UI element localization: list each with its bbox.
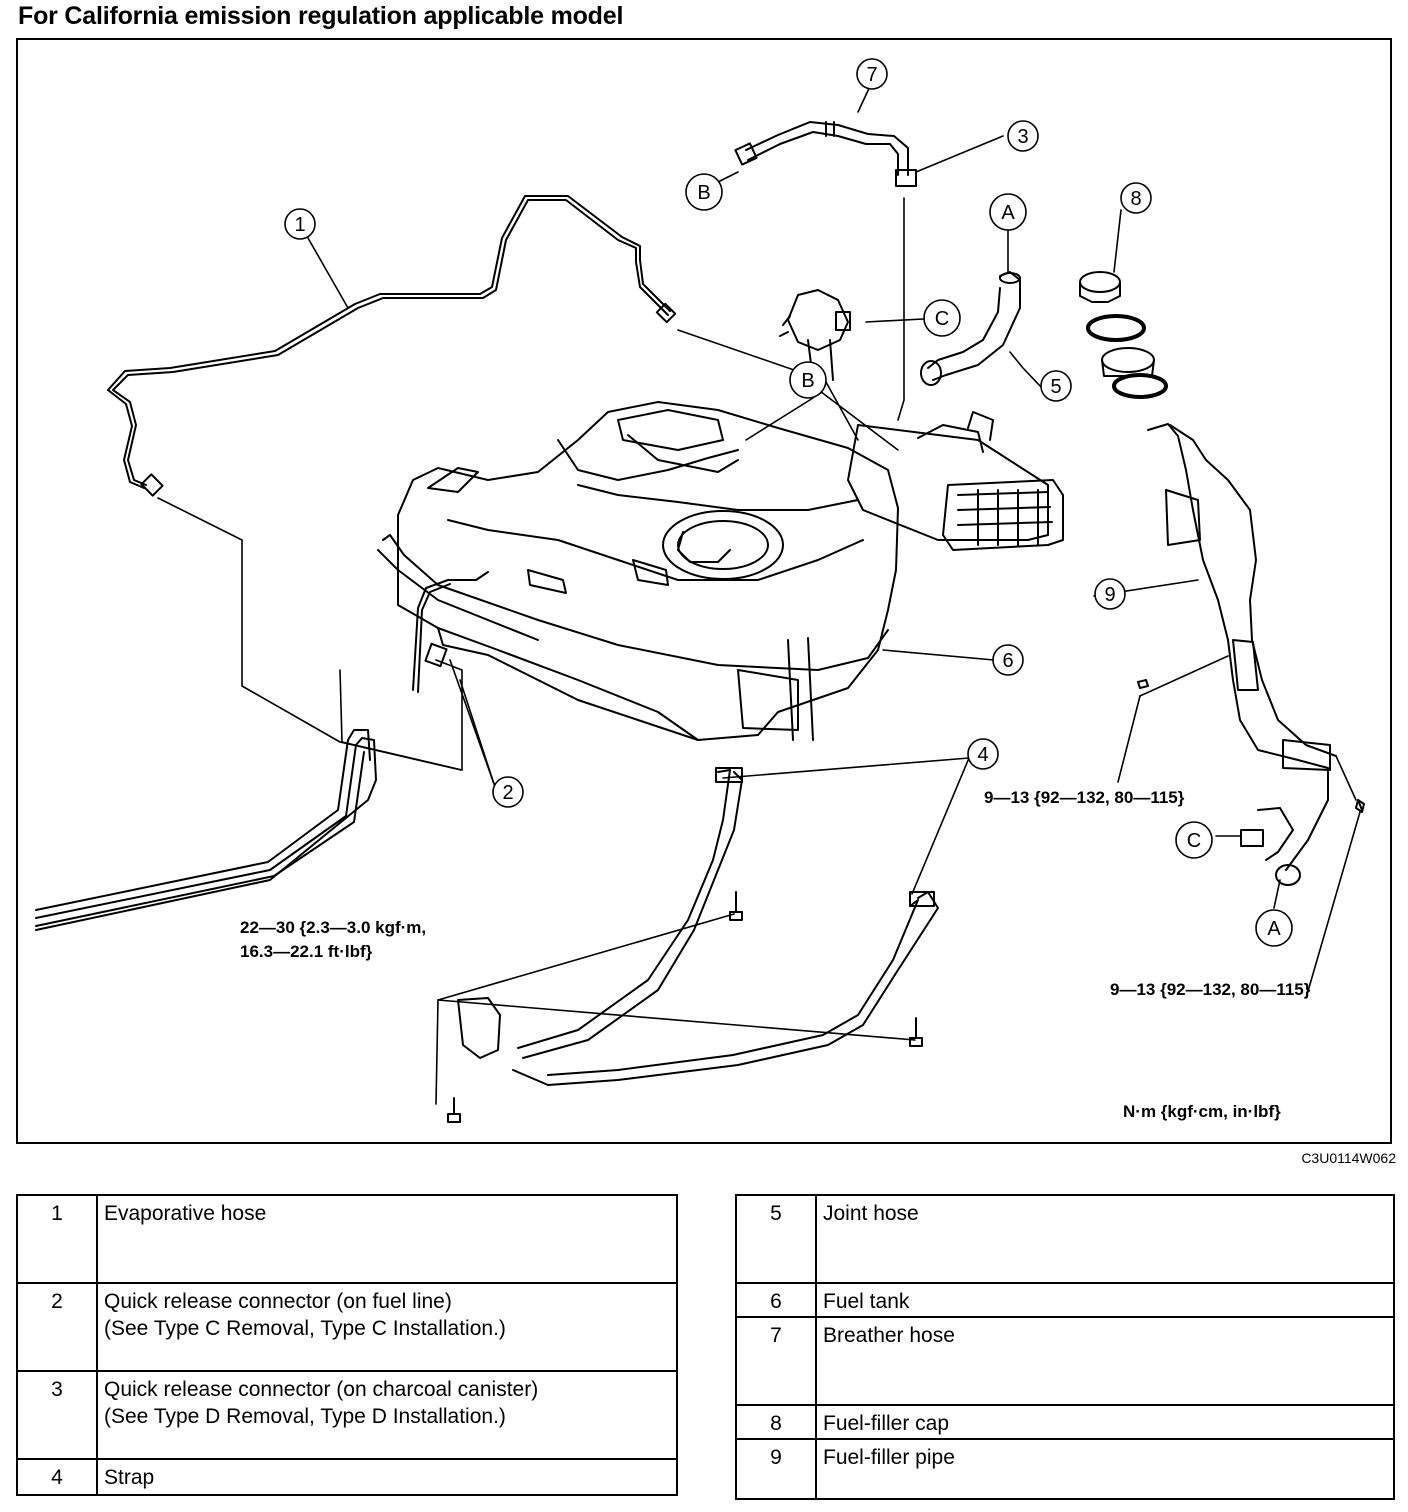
callout-8: 8 <box>1130 188 1141 210</box>
legend-item-description: Quick release connector (on fuel line) (S… <box>96 1282 678 1372</box>
connection-b-top: B <box>697 182 710 204</box>
torque-spec-filler-upper: 9—13 {92—132, 80—115} <box>984 788 1185 807</box>
torque-spec-strap-line2: 16.3—22.1 ft·lbf} <box>240 942 373 961</box>
strap-drawing <box>457 767 939 1086</box>
torque-spec-strap-bolts: 22—30 {2.3—3.0 kgf·m, 16.3—22.1 ft·lbf} <box>240 916 426 964</box>
legend-item-number: 1 <box>16 1194 98 1284</box>
legend-item-number: 9 <box>735 1438 817 1500</box>
callout-1: 1 <box>294 214 305 236</box>
leader-lines <box>157 81 1361 1105</box>
legend-item-description: Quick release connector (on charcoal can… <box>96 1370 678 1460</box>
legend-item-number: 6 <box>735 1282 817 1318</box>
bolts-drawing <box>447 679 1365 1123</box>
legend-description-line: Joint hose <box>823 1202 919 1225</box>
legend-description-line: Fuel-filler pipe <box>823 1446 955 1469</box>
legend-row: 1 Evaporative hose <box>16 1194 678 1284</box>
evaporative-hose-drawing <box>107 195 677 497</box>
charcoal-canister-drawing <box>847 411 1064 551</box>
legend-item-number: 4 <box>16 1458 98 1496</box>
legend-description-line: Strap <box>104 1466 155 1489</box>
legend-item-description: Fuel-filler cap <box>815 1404 1395 1440</box>
legend-description-line: Quick release connector (on charcoal can… <box>104 1378 539 1401</box>
callout-2: 2 <box>502 782 513 804</box>
legend-item-description: Joint hose <box>815 1194 1395 1284</box>
legend-item-description: Fuel tank <box>815 1282 1395 1318</box>
legend-item-number: 7 <box>735 1316 817 1406</box>
legend-row: 6 Fuel tank <box>735 1282 1395 1318</box>
exploded-diagram: 1 2 3 4 5 6 7 8 9 B A C B C A 22—30 {2.3… <box>16 38 1392 1144</box>
connection-c-pipe: C <box>1187 830 1201 852</box>
fuel-filler-pipe-drawing <box>1147 423 1363 886</box>
legend-description-line: Evaporative hose <box>104 1202 267 1225</box>
callout-circles <box>284 58 1293 947</box>
legend-item-description: Fuel-filler pipe <box>815 1438 1395 1500</box>
joint-hose-drawing <box>920 271 1021 386</box>
torque-spec-filler-lower: 9—13 {92—132, 80—115} <box>1110 980 1311 999</box>
units-note: N·m {kgf·cm, in·lbf} <box>1123 1102 1281 1121</box>
legend-item-number: 8 <box>735 1404 817 1440</box>
legend-item-number: 5 <box>735 1194 817 1284</box>
fuel-line-drawing <box>35 571 489 931</box>
callout-4: 4 <box>977 744 988 766</box>
legend-row: 8 Fuel-filler cap <box>735 1404 1395 1440</box>
connection-c-top: C <box>935 308 949 330</box>
legend-row: 2 Quick release connector (on fuel line) (… <box>16 1282 678 1372</box>
page-title: For California emission regulation appli… <box>18 2 624 30</box>
legend-description-line: Quick release connector (on fuel line) <box>104 1290 452 1313</box>
connection-a-top: A <box>1001 202 1015 224</box>
legend-description-line: Breather hose <box>823 1324 955 1347</box>
legend-description-line: Fuel tank <box>823 1290 910 1313</box>
callout-9: 9 <box>1104 584 1115 606</box>
legend-item-description: Strap <box>96 1458 678 1496</box>
connection-a-pipe: A <box>1267 918 1281 940</box>
callout-6: 6 <box>1002 650 1013 672</box>
legend-row: 7 Breather hose <box>735 1316 1395 1406</box>
diagram-drawing: 1 2 3 4 5 6 7 8 9 B A C B C A <box>35 58 1365 1123</box>
breather-hose-drawing <box>734 121 917 187</box>
fuel-tank-drawing <box>377 401 899 741</box>
fuel-filler-cap-drawing <box>1079 271 1168 399</box>
connection-b-tank: B <box>801 370 814 392</box>
torque-spec-strap-line1: 22—30 {2.3—3.0 kgf·m, <box>240 918 427 937</box>
legend-item-number: 3 <box>16 1370 98 1460</box>
legend-row: 4 Strap <box>16 1458 678 1496</box>
callout-3: 3 <box>1017 126 1028 148</box>
legend-description-line: (See Type D Removal, Type D Installation… <box>104 1405 506 1428</box>
legend-item-description: Breather hose <box>815 1316 1395 1406</box>
connector-assembly-drawing <box>779 289 851 381</box>
figure-code: C3U0114W062 <box>1301 1150 1396 1166</box>
legend-item-number: 2 <box>16 1282 98 1372</box>
callout-5: 5 <box>1050 376 1061 398</box>
legend-row: 3 Quick release connector (on charcoal ca… <box>16 1370 678 1460</box>
legend-description-line: Fuel-filler cap <box>823 1412 950 1435</box>
legend-item-description: Evaporative hose <box>96 1194 678 1284</box>
legend-row: 5 Joint hose <box>735 1194 1395 1284</box>
legend-row: 9 Fuel-filler pipe <box>735 1438 1395 1500</box>
callout-7: 7 <box>866 64 877 86</box>
legend-description-line: (See Type C Removal, Type C Installation… <box>104 1317 506 1340</box>
